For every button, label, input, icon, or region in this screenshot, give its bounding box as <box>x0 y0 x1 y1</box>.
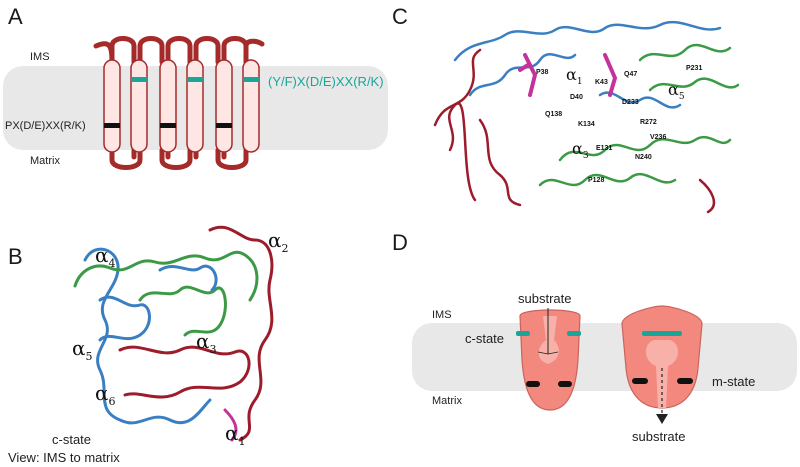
structure-image-frame <box>430 8 740 210</box>
helix-labels-b: α4 α2 α3 α5 α6 α1 <box>72 228 289 448</box>
black-marker <box>632 378 648 384</box>
tm-helix-6 <box>242 59 260 153</box>
panel-d: D IMS Matrix substrate c-sta <box>392 230 797 444</box>
panel-b-letter: B <box>8 244 23 269</box>
black-marker <box>104 123 120 128</box>
motif-top-label: (Y/F)X(D/E)XX(R/K) <box>268 74 384 89</box>
c-state-label-b: c-state <box>52 432 91 447</box>
residue-label: N240 <box>635 154 652 161</box>
tm-helix-1 <box>103 59 121 153</box>
carrier-m-state <box>621 305 703 409</box>
helix-label-alpha4: α4 <box>95 243 116 270</box>
green-helix-ribbon <box>138 285 227 337</box>
residue-label: P231 <box>686 65 702 72</box>
residue-label: P38 <box>536 69 549 76</box>
substrate-arrows <box>537 308 668 424</box>
red-helix-ribbon <box>118 345 251 399</box>
motif-bottom-label: PX(D/E)XX(R/K) <box>5 120 86 132</box>
residue-label: K134 <box>578 121 595 128</box>
residue-label: V236 <box>650 134 666 141</box>
tm-helix-5 <box>215 59 233 153</box>
tm-helix-4 <box>186 59 204 153</box>
panel-d-letter: D <box>392 230 408 255</box>
residue-label: D233 <box>622 99 639 106</box>
magenta-side-chains <box>518 53 618 97</box>
substrate-bottom-label: substrate <box>632 429 685 444</box>
black-marker <box>526 381 540 387</box>
c-state-label-d: c-state <box>465 331 504 346</box>
panel-b: B α4 α2 α3 α5 α6 α1 c-state View: IMS to… <box>8 225 289 465</box>
residue-label: Q47 <box>624 71 637 78</box>
black-marker <box>677 378 693 384</box>
ims-label-a: IMS <box>30 51 50 63</box>
arrowhead <box>656 414 668 424</box>
teal-marker <box>131 77 147 82</box>
red-loop-ribbon <box>478 118 522 207</box>
residue-label: P128 <box>588 177 604 184</box>
helix-label-alpha3-c: α3 <box>572 139 589 161</box>
carrier-matrix-loops <box>109 147 249 170</box>
residue-label: Q138 <box>545 111 562 118</box>
ims-label-d: IMS <box>432 309 452 321</box>
residue-label: D40 <box>570 94 583 101</box>
helix-label-alpha3: α3 <box>196 329 217 356</box>
protein-ribbon-top-view <box>73 225 274 442</box>
helix-label-alpha1: α1 <box>225 421 246 448</box>
motif-markers <box>104 77 259 128</box>
blue-loop-ribbon <box>453 20 722 62</box>
tm-helix-2 <box>130 59 148 153</box>
m-state-label: m-state <box>712 374 755 389</box>
residue-label: R272 <box>640 119 657 126</box>
helix-label-alpha1-c: α1 <box>566 65 583 87</box>
helix-label-alpha6: α6 <box>95 381 116 408</box>
black-marker <box>160 123 176 128</box>
panel-a-letter: A <box>8 4 23 29</box>
carrier-c-state <box>516 309 581 411</box>
panel-a: A IMS Matrix (Y/F)X(D/E)XX(R/K) PX(D/E)X… <box>3 4 388 170</box>
helix-label-alpha5: α5 <box>72 336 93 363</box>
residue-labels: P38 K43 Q47 P231 D40 D233 Q138 R272 K134… <box>536 65 702 184</box>
carrier-loop-path <box>93 36 265 65</box>
substrate-top-label: substrate <box>518 291 571 306</box>
residue-label: E131 <box>596 145 612 152</box>
residue-label: K43 <box>595 79 608 86</box>
helix-label-alpha5-c: α5 <box>668 80 685 102</box>
carrier-cavity-c <box>538 316 559 364</box>
green-loop-ribbon <box>558 135 732 162</box>
green-loop-ribbon <box>638 43 740 92</box>
teal-marker <box>187 77 203 82</box>
red-loop-ribbon <box>698 178 716 214</box>
black-marker <box>216 123 232 128</box>
panel-c-letter: C <box>392 4 408 29</box>
blue-helix-ribbon <box>158 264 218 292</box>
protein-ribbon-side-view <box>433 20 740 214</box>
blue-helix-ribbon <box>98 295 151 342</box>
teal-marker <box>243 77 259 82</box>
panel-c: C α1 α5 α3 P38 K43 Q47 P231 D40 D233 Q13 <box>392 4 740 214</box>
black-marker <box>558 381 572 387</box>
teal-marker <box>642 331 682 336</box>
red-loop-ribbon <box>433 48 482 202</box>
tm-helices <box>103 59 260 153</box>
green-helix-ribbon <box>73 250 259 302</box>
tm-helix-3 <box>159 59 177 153</box>
helix-label-alpha2: α2 <box>268 228 289 255</box>
teal-marker <box>567 331 581 336</box>
teal-marker <box>516 331 530 336</box>
green-loop-ribbon <box>538 172 677 187</box>
substrate-bracket <box>537 351 559 355</box>
view-label: View: IMS to matrix <box>8 450 120 465</box>
helix-labels-c: α1 α5 α3 <box>566 65 685 161</box>
matrix-label-d: Matrix <box>432 395 462 407</box>
matrix-label-a: Matrix <box>30 155 60 167</box>
red-helix-ribbon <box>208 225 274 442</box>
magenta-side-chain <box>223 408 238 442</box>
